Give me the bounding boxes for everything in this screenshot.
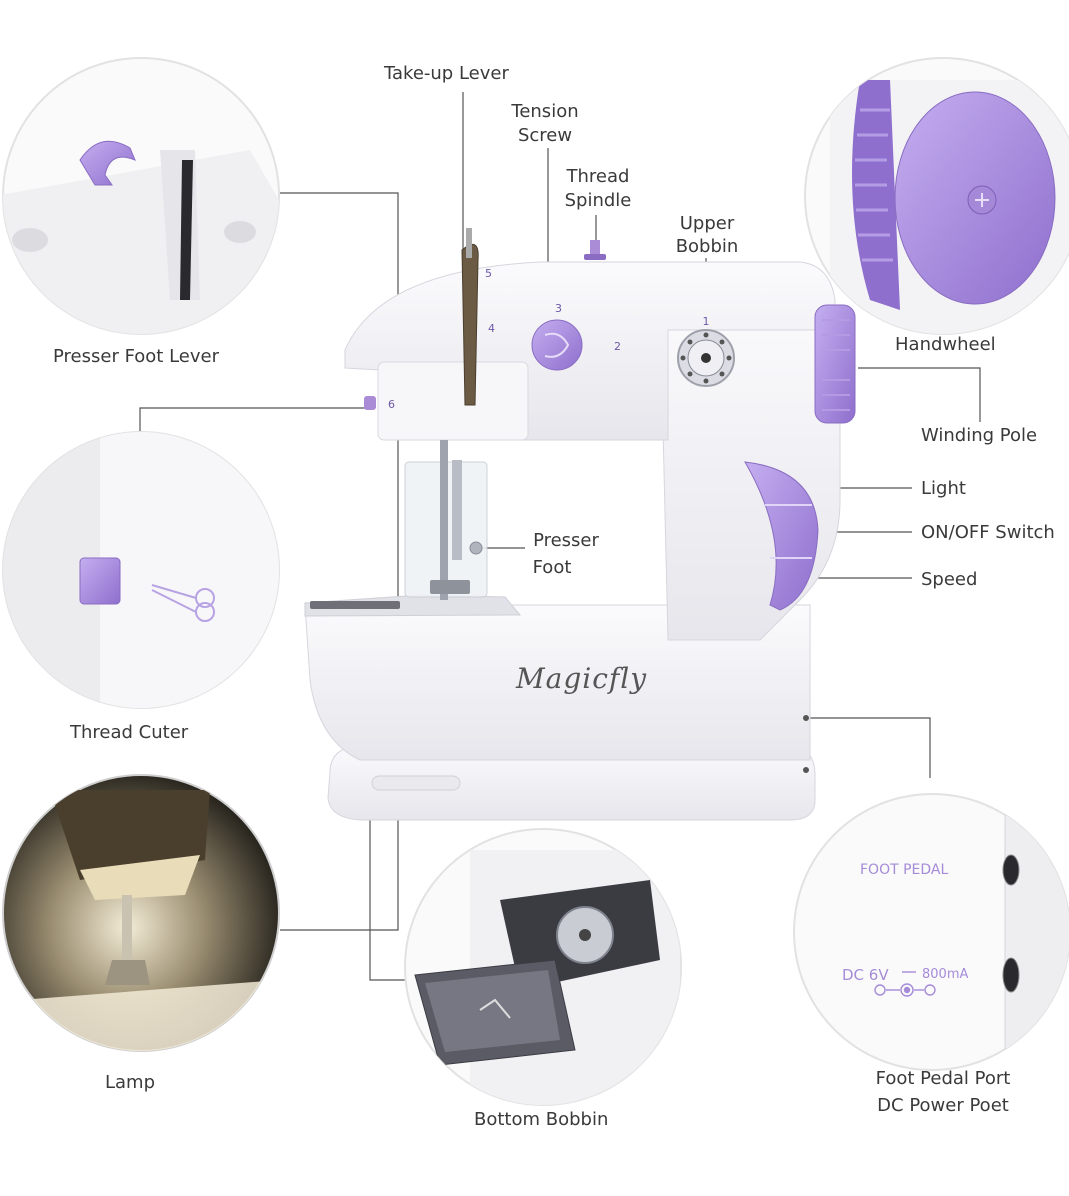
- label-handwheel: Handwheel: [895, 334, 996, 355]
- label-tension-screw-line1: Tension: [511, 101, 579, 122]
- thread-spindle-cap: [584, 254, 606, 260]
- port-dot-1: [803, 715, 809, 721]
- inset-handwheel: [804, 57, 1069, 335]
- label-take-up-lever: Take-up Lever: [384, 63, 509, 84]
- stitch-markings: 1 2 3 4 5 6: [388, 267, 710, 411]
- base-slot: [371, 775, 461, 791]
- upper-bobbin-holes: [680, 332, 732, 384]
- spring-bar: [452, 460, 462, 560]
- lamp-glow: [80, 855, 200, 900]
- take-up-lever-part: [461, 243, 479, 406]
- cover-arrow-icon: [479, 998, 511, 1019]
- wheel-ribs: [855, 108, 893, 262]
- inset-body: [3, 150, 279, 334]
- label-dc-power-port: DC Power Poet: [877, 1095, 1009, 1116]
- tension-dial-groove: [544, 332, 570, 358]
- inset-slot-dark: [180, 160, 193, 300]
- machine-head: [377, 361, 529, 441]
- bobbin-cover: [310, 601, 400, 609]
- inset-lamp: [2, 774, 280, 1052]
- label-presser-foot-line1: Presser: [533, 530, 599, 551]
- label-lamp: Lamp: [105, 1072, 156, 1093]
- handwheel-part: [814, 304, 856, 424]
- scissors-icon: [151, 584, 215, 622]
- marking-4: 4: [488, 322, 495, 335]
- marking-2: 2: [614, 340, 621, 353]
- inset-thread-cutter: [2, 431, 280, 709]
- upper-bobbin-center: [701, 353, 711, 363]
- inset-hole-2: [224, 221, 256, 243]
- lamp-housing: [50, 790, 210, 880]
- inset-hole-1: [12, 228, 48, 252]
- lever-top: [466, 228, 472, 258]
- thread-spindle-part: [590, 240, 600, 260]
- dc-marking: DC 6V: [842, 966, 889, 984]
- bobbin-cover-shine: [425, 970, 560, 1052]
- marking-1: 1: [703, 315, 710, 328]
- wheel-side: [852, 80, 900, 310]
- tension-dial: [531, 319, 583, 371]
- lamp-needle-bar: [122, 895, 132, 970]
- leader-ports: [810, 717, 931, 778]
- inset-presser-foot-lever: [2, 57, 280, 335]
- label-thread-spindle-line1: Thread: [566, 166, 630, 187]
- label-bottom-bobbin: Bottom Bobbin: [474, 1109, 609, 1130]
- marking-5: 5: [485, 267, 492, 280]
- presser-screw: [469, 541, 483, 555]
- label-speed: Speed: [921, 569, 978, 590]
- label-presser-foot-line2: Foot: [532, 557, 572, 578]
- label-foot-pedal-port: Foot Pedal Port: [875, 1068, 1011, 1089]
- lamp-foot: [105, 960, 150, 985]
- brand-logo: Magicfly: [516, 662, 648, 695]
- port-dot-2: [803, 767, 809, 773]
- dc-jack: [1002, 957, 1020, 993]
- inset-circle: [793, 793, 1069, 1071]
- lever-icon: [79, 140, 136, 186]
- label-thread-cutter: Thread Cuter: [70, 722, 189, 743]
- needle-plate: [304, 594, 522, 617]
- polarity-icon: [874, 983, 936, 997]
- label-presser-foot-lever: Presser Foot Lever: [53, 346, 219, 367]
- sewing-machine: 1 2 3 4 5 6: [304, 228, 856, 821]
- label-tension-screw-line2: Screw: [517, 125, 573, 146]
- wheel-screw: [975, 193, 989, 207]
- handwheel-ribs: [822, 319, 850, 411]
- marking-3: 3: [555, 302, 562, 315]
- label-upper-bobbin-line1: Upper: [679, 213, 735, 234]
- leader-presser-foot-lever-lamp: [280, 192, 399, 931]
- inset-bottom-bobbin: [404, 828, 682, 1106]
- machine-lower-body: [304, 604, 811, 761]
- needle-bar: [440, 440, 448, 600]
- label-upper-bobbin-line2: Bobbin: [675, 236, 739, 257]
- inset-front: [100, 432, 279, 708]
- foot-pedal-marking: FOOT PEDAL: [860, 862, 948, 878]
- thread-cutter-part: [364, 396, 376, 410]
- bobbin-center: [579, 929, 591, 941]
- cutter-icon: [79, 557, 121, 605]
- inset-ports: FOOT PEDAL DC 6V 800mA: [793, 793, 1069, 1071]
- foot-pedal-jack: [1002, 854, 1020, 886]
- label-light: Light: [921, 478, 966, 499]
- presser-foot-part: [430, 580, 470, 594]
- switch-panel: [744, 461, 819, 611]
- label-on-off-switch: ON/OFF Switch: [921, 522, 1055, 543]
- label-thread-spindle-line2: Spindle: [564, 190, 632, 211]
- label-winding-pole: Winding Pole: [921, 425, 1038, 446]
- inset-side-panel: [1005, 794, 1069, 1070]
- leader-thread-cutter: [139, 407, 370, 433]
- leader-winding-pole: [858, 367, 981, 422]
- marking-6: 6: [388, 398, 395, 411]
- current-marking: 800mA: [922, 967, 968, 982]
